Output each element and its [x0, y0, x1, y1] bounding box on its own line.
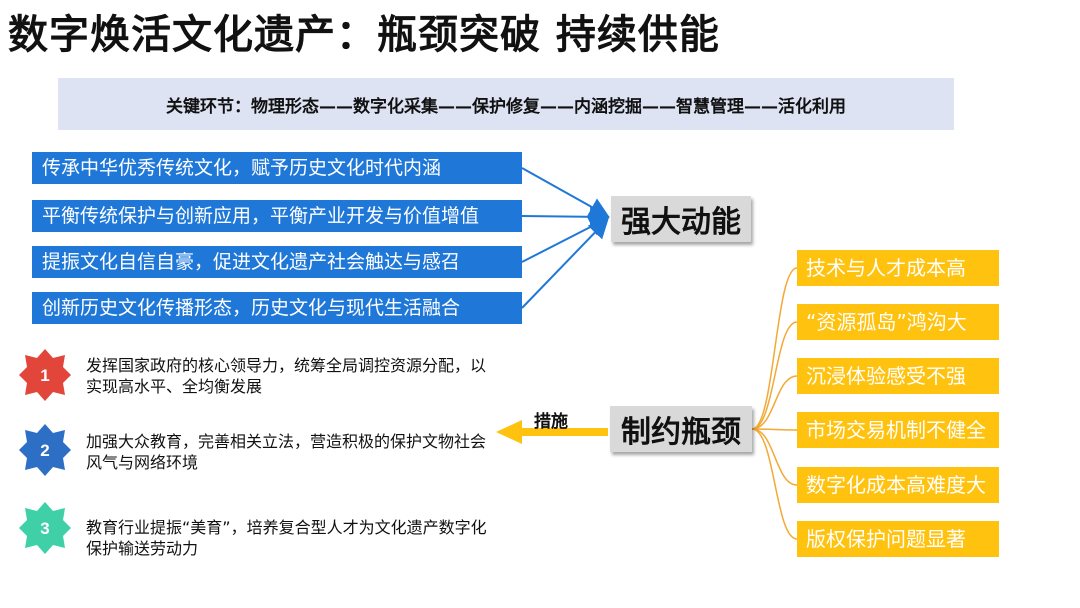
bottleneck-box-5: 数字化成本高难度大 — [797, 467, 999, 503]
driver-box-4: 创新历史文化传播形态，历史文化与现代生活融合 — [32, 292, 522, 324]
measure-badge-1: 1 — [18, 348, 72, 402]
bottleneck-connector-5 — [751, 428, 798, 486]
bottleneck-connector-6 — [751, 428, 798, 540]
measure-badge-number: 2 — [40, 441, 49, 460]
bottleneck-connector-3 — [751, 375, 798, 430]
bottleneck-box-3: 沉浸体验感受不强 — [797, 358, 999, 394]
driver-box-2: 平衡传统保护与创新应用，平衡产业开发与价值增值 — [32, 200, 522, 232]
bottleneck-box-4: 市场交易机制不健全 — [797, 412, 999, 448]
bottleneck-node: 制约瓶颈 — [610, 406, 752, 452]
measures-arrow — [496, 420, 608, 444]
driver-box-1: 传承中华优秀传统文化，赋予历史文化时代内涵 — [32, 152, 522, 184]
bottleneck-box-2: “资源孤岛”鸿沟大 — [797, 304, 999, 340]
driver-connector-2 — [521, 206, 610, 227]
diamond-icon: 2 — [19, 424, 71, 476]
measure-text-2: 加强大众教育，完善相关立法，营造积极的保护文物社会风气与网络环境 — [86, 432, 487, 472]
measure-badge-2: 2 — [18, 423, 72, 477]
starburst-icon: 3 — [19, 502, 71, 554]
measures-label: 措施 — [534, 412, 568, 432]
measure-badge-number: 3 — [40, 519, 49, 538]
power-node: 强大动能 — [611, 196, 751, 242]
measure-text-1: 发挥国家政府的核心领导力，统筹全局调控资源分配，以实现高水平、全均衡发展 — [86, 356, 487, 396]
driver-box-3: 提振文化自信自豪，促进文化遗产社会触达与感召 — [32, 246, 522, 278]
bottleneck-connector-4 — [751, 428, 798, 431]
measure-badge-number: 1 — [40, 366, 49, 385]
starburst-icon: 1 — [19, 349, 71, 401]
driver-connector-1 — [521, 167, 610, 217]
driver-connector-4 — [521, 218, 609, 309]
measure-text-3: 教育行业提振“美育”，培养复合型人才为文化遗产数字化保护输送劳动力 — [86, 518, 487, 558]
bottleneck-box-6: 版权保护问题显著 — [797, 521, 999, 557]
bottleneck-connector-1 — [751, 267, 798, 430]
bottleneck-connector-2 — [751, 321, 798, 430]
measure-badge-3: 3 — [18, 501, 72, 555]
driver-connector-3 — [521, 217, 610, 263]
page-title: 数字焕活文化遗产：瓶颈突破 持续供能 — [8, 12, 720, 58]
key-steps-banner: 关键环节：物理形态——数字化采集——保护修复——内涵挖掘——智慧管理——活化利用 — [58, 78, 954, 130]
bottleneck-box-1: 技术与人才成本高 — [797, 250, 999, 286]
